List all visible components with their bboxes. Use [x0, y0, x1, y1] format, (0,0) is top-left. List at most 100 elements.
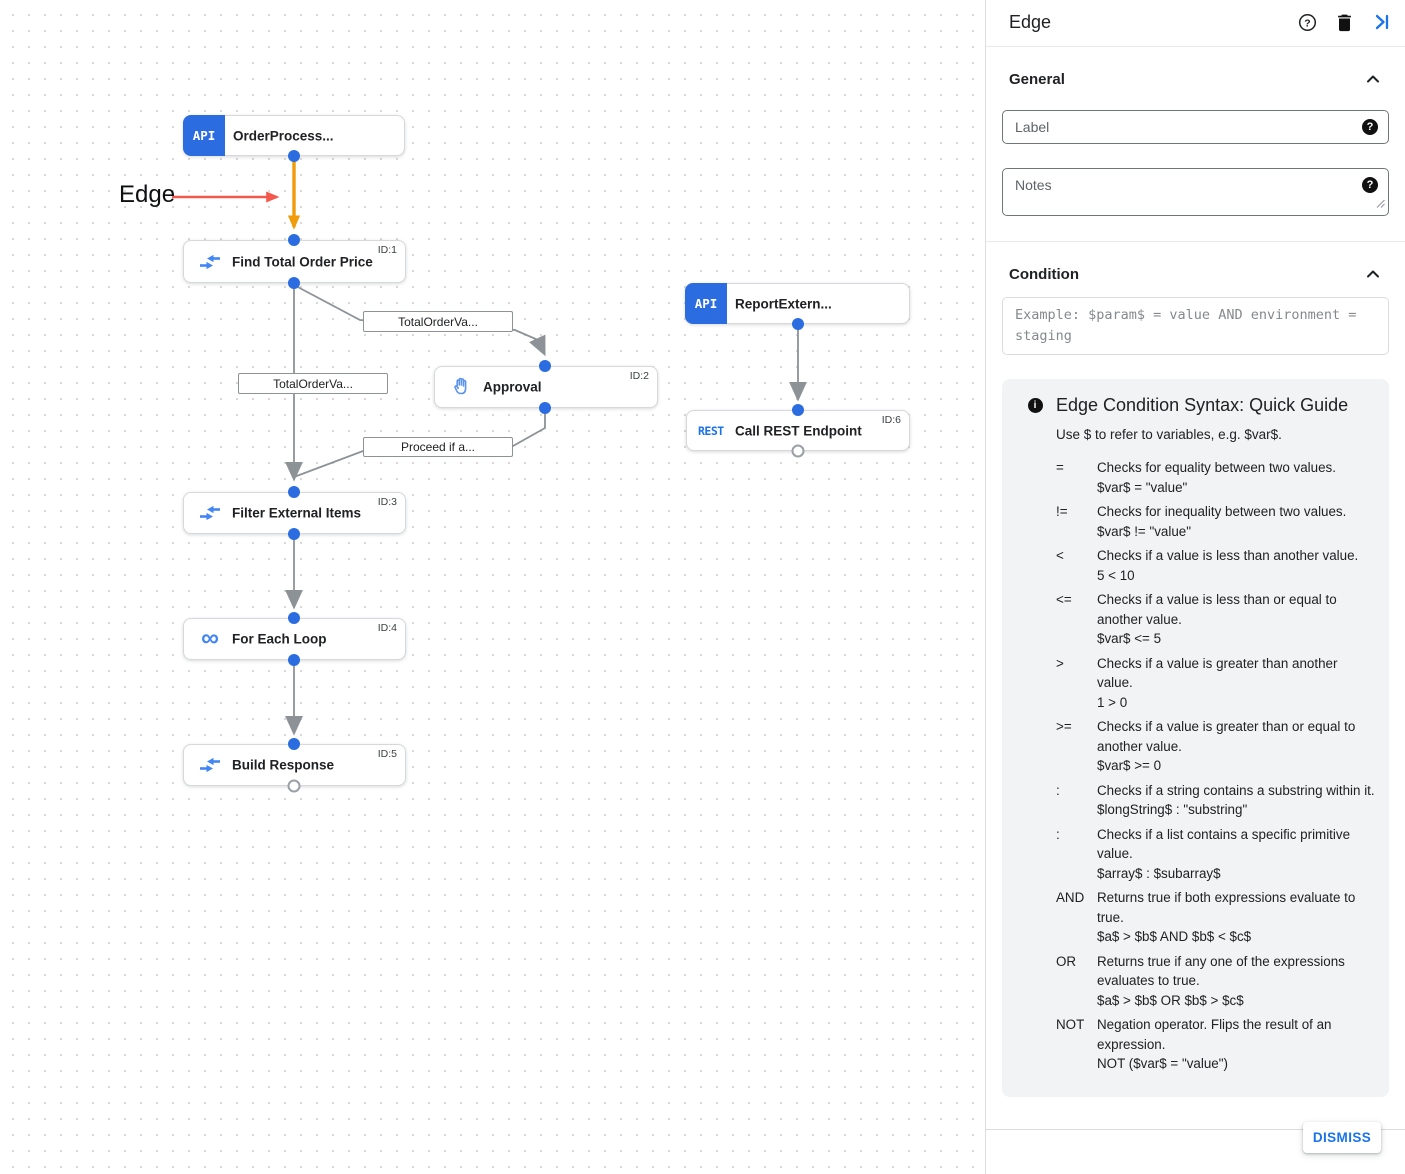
guide-op: AND [1056, 890, 1085, 905]
guide-desc: Negation operator. Flips the result of a… [1097, 1017, 1332, 1052]
help-icon[interactable]: ? [1297, 12, 1317, 32]
edge-label-proceed-if[interactable]: Proceed if a... [363, 437, 513, 457]
guide-example: $longString$ : "substring" [1097, 802, 1248, 817]
guide-desc: Checks if a value is less than another v… [1097, 548, 1359, 563]
condition-field-wrap [1002, 297, 1389, 355]
label-help-icon[interactable]: ? [1362, 119, 1378, 135]
section-divider [986, 241, 1405, 242]
notes-help-icon[interactable]: ? [1362, 177, 1378, 193]
edges-layer [172, 150, 807, 793]
condition-syntax-guide: i Edge Condition Syntax: Quick Guide Use… [1002, 379, 1389, 1097]
api-trigger-icon: API [685, 283, 727, 324]
node-for-each-loop[interactable]: ID:4 ∞ For Each Loop [183, 618, 406, 660]
node-id-badge: ID:6 [881, 414, 901, 426]
rest-icon: REST [698, 423, 724, 438]
general-section: General ? ? [986, 70, 1405, 216]
for-each-loop-icon: ∞ [201, 623, 219, 652]
condition-input[interactable] [1003, 298, 1388, 354]
guide-example: $a$ > $b$ OR $b$ > $c$ [1097, 992, 1244, 1008]
edge-annotation-text: Edge [119, 181, 176, 208]
node-build-response[interactable]: ID:5 Build Response [183, 744, 406, 786]
guide-op: != [1056, 504, 1068, 519]
node-id-badge: ID:1 [377, 244, 397, 256]
guide-title: Edge Condition Syntax: Quick Guide [1056, 395, 1349, 415]
guide-example: 1 > 0 [1097, 694, 1128, 710]
guide-row: > Checks if a value is greater than anoth… [1056, 654, 1375, 713]
node-id-badge: ID:2 [629, 370, 649, 382]
node-title: Filter External Items [232, 505, 362, 521]
edge-label-total-order-left[interactable]: TotalOrderVa... [238, 373, 388, 394]
node-title: Approval [483, 379, 542, 395]
collapse-condition-chevron-icon[interactable] [1364, 265, 1382, 283]
delete-icon[interactable] [1334, 12, 1354, 32]
guide-row: = Checks for equality between two values.… [1056, 458, 1375, 497]
label-input[interactable] [1003, 111, 1388, 143]
guide-op: > [1056, 655, 1064, 671]
guide-row: OR Returns true if any one of the express… [1056, 952, 1375, 1011]
approval-hand-icon [448, 374, 474, 400]
edge-properties-panel: Edge ? [985, 0, 1405, 1174]
guide-example: $a$ > $b$ AND $b$ < $c$ [1097, 929, 1252, 944]
guide-example: $array$ : $subarray$ [1097, 865, 1221, 881]
node-find-total-order-price[interactable]: ID:1 Find Total Order Price [183, 240, 406, 283]
data-mapping-icon [197, 752, 223, 778]
guide-row: : Checks if a list contains a specific pr… [1056, 825, 1375, 884]
guide-desc: Returns true if both expressions evaluat… [1097, 890, 1356, 925]
panel-header: Edge ? [986, 0, 1405, 47]
guide-op: = [1056, 460, 1064, 475]
edge-label-total-order-top[interactable]: TotalOrderVa... [363, 311, 513, 332]
guide-desc: Returns true if any one of the expressio… [1097, 953, 1345, 989]
node-title: Find Total Order Price [232, 254, 373, 269]
node-id-badge: ID:3 [377, 496, 397, 508]
collapse-general-chevron-icon[interactable] [1364, 70, 1382, 88]
data-mapping-icon [197, 249, 223, 275]
guide-op: OR [1056, 953, 1077, 969]
node-report-external-trigger[interactable]: API ReportExtern... [685, 283, 910, 324]
guide-desc: Checks if a list contains a specific pri… [1097, 826, 1351, 862]
guide-op: : [1056, 826, 1060, 842]
api-trigger-icon: API [183, 115, 225, 156]
guide-desc: Checks if a value is less than or equal … [1097, 592, 1337, 627]
svg-text:?: ? [1304, 18, 1310, 29]
collapse-panel-icon[interactable] [1371, 12, 1391, 32]
notes-field-wrap: ? [1002, 168, 1389, 216]
guide-op: <= [1056, 592, 1072, 607]
guide-op: NOT [1056, 1017, 1085, 1032]
resize-handle-icon[interactable] [1376, 195, 1385, 213]
label-field-wrap: ? [1002, 110, 1389, 144]
guide-op: >= [1056, 719, 1072, 734]
general-heading: General [1009, 70, 1065, 88]
guide-example: $var$ = "value" [1097, 479, 1188, 495]
guide-row: :Checks if a string contains a substring… [1056, 781, 1375, 820]
guide-op: < [1056, 548, 1064, 563]
node-title: Call REST Endpoint [735, 423, 862, 438]
guide-rows: = Checks for equality between two values.… [1056, 458, 1375, 1074]
data-mapping-icon [197, 500, 223, 526]
node-title: Build Response [232, 757, 335, 773]
node-title: OrderProcess... [233, 128, 334, 143]
node-call-rest-endpoint[interactable]: ID:6 REST Call REST Endpoint [686, 410, 910, 451]
guide-example: NOT ($var$ = "value") [1097, 1056, 1228, 1071]
node-title: For Each Loop [232, 631, 327, 647]
guide-example: $var$ != "value" [1097, 523, 1191, 539]
flow-canvas[interactable]: API OrderProcess... ID:1 Find Total Orde… [0, 0, 985, 1174]
guide-row: AND Returns true if both expressions eval… [1056, 888, 1375, 947]
node-order-process-trigger[interactable]: API OrderProcess... [183, 115, 405, 156]
guide-row: NOT Negation operator. Flips the result o… [1056, 1015, 1375, 1074]
dismiss-button[interactable]: DISMISS [1303, 1122, 1381, 1153]
notes-input[interactable] [1003, 169, 1388, 215]
guide-example: $var$ >= 0 [1097, 758, 1162, 773]
info-icon: i [1027, 398, 1043, 413]
guide-example: 5 < 10 [1097, 567, 1135, 583]
guide-row: != Checks for inequality between two valu… [1056, 502, 1375, 541]
guide-row: >=Checks if a value is greater than or e… [1056, 717, 1375, 776]
guide-desc: Checks for equality between two values. [1097, 460, 1336, 475]
guide-row: <= Checks if a value is less than or equa… [1056, 590, 1375, 649]
node-id-badge: ID:4 [377, 622, 397, 634]
guide-op: : [1056, 782, 1060, 798]
node-approval[interactable]: ID:2 Approval [434, 366, 658, 408]
guide-desc: Checks for inequality between two values… [1097, 504, 1347, 519]
node-filter-external-items[interactable]: ID:3 Filter External Items [183, 492, 406, 534]
guide-desc: Checks if a value is greater than anothe… [1097, 655, 1338, 691]
